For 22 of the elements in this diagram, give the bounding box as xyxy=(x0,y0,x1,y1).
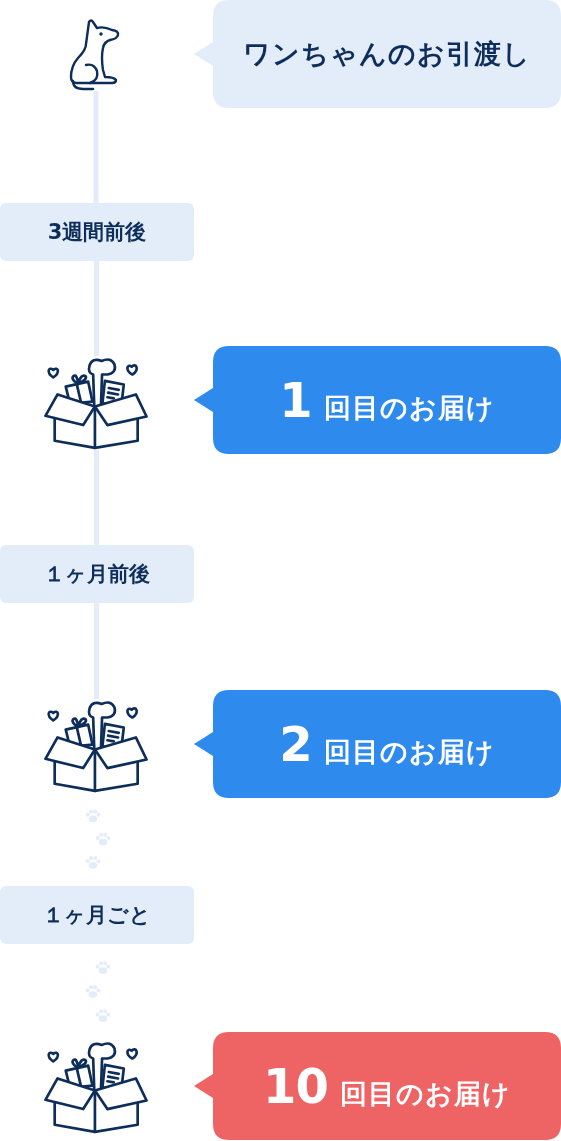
speech-bubble xyxy=(194,690,561,798)
speech-bubble xyxy=(194,0,561,108)
timeline-line xyxy=(94,450,99,545)
box-icon xyxy=(43,1040,149,1134)
speech-bubble xyxy=(194,1032,561,1140)
bubble-text: ワンちゃんのお引渡し xyxy=(243,37,531,71)
timeline-line xyxy=(94,603,99,699)
count-number: 1 xyxy=(279,375,312,424)
timeline-line xyxy=(94,261,99,356)
interval-label: １ヶ月ごと xyxy=(0,886,194,944)
timeline-line xyxy=(93,91,99,203)
bubble-text: 回目のお届け xyxy=(323,391,495,425)
bubble-text: 回目のお届け xyxy=(323,735,495,769)
box-icon xyxy=(43,356,149,450)
speech-bubble xyxy=(194,346,561,454)
box-icon xyxy=(43,699,149,793)
interval-label: １ヶ月前後 xyxy=(0,545,194,603)
interval-label: 3週間前後 xyxy=(0,203,194,261)
dog-icon xyxy=(69,18,121,91)
count-number: 10 xyxy=(263,1061,328,1110)
count-number: 2 xyxy=(279,719,312,768)
bubble-text: 回目のお届け xyxy=(339,1077,511,1111)
